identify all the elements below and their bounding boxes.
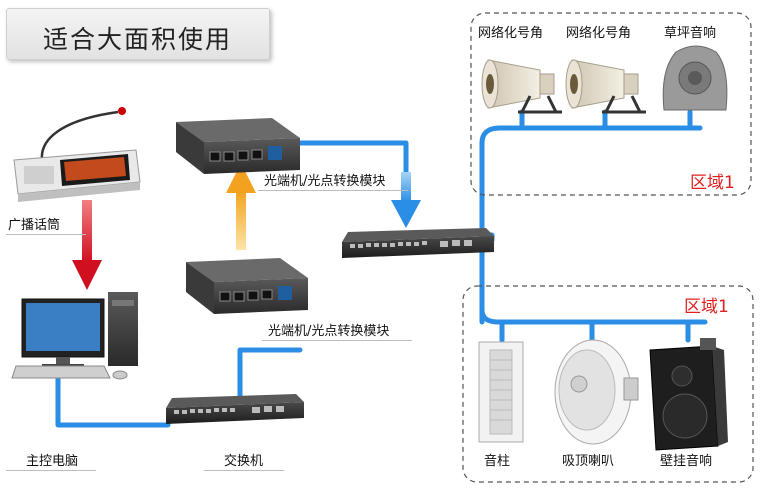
pc-label-underline <box>6 470 96 471</box>
pc-icon <box>11 292 138 380</box>
zone-bottom-device-label-3: 壁挂音响 <box>660 454 713 469</box>
title-banner: 适合大面积使用 <box>6 8 270 60</box>
page-title: 适合大面积使用 <box>43 25 233 54</box>
zone-bottom-device-label-2: 吸顶喇叭 <box>562 454 615 469</box>
mic-label-underline <box>6 234 86 235</box>
arrow-red-mic-to-pc <box>72 200 102 290</box>
zone-top-device-label-2: 网络化号角 <box>566 26 632 41</box>
arrow-blue-down <box>391 172 421 228</box>
zone-top-device-label-3: 草坪音响 <box>664 26 717 41</box>
converter-bottom-label: 光端机/光点转换模块 <box>268 324 390 339</box>
converter-bottom-icon <box>186 258 308 314</box>
network-horn-icon-2 <box>565 59 646 114</box>
switch-bottom-label-underline <box>204 470 284 471</box>
mic-console-icon <box>13 107 141 202</box>
wall-speaker-icon <box>649 338 728 451</box>
network-horn-icon-1 <box>481 59 562 114</box>
zone-bottom-device-label-1: 音柱 <box>484 454 511 469</box>
cable-zone-bottom-bus <box>479 307 708 325</box>
mic-label: 广播话筒 <box>8 218 61 233</box>
cable-pc-to-switch <box>55 375 171 428</box>
cable-switch-to-converter <box>237 347 303 405</box>
converter-bottom-label-underline <box>262 340 412 341</box>
zone-top-label: 区域1 <box>690 173 735 193</box>
converter-top-label-underline <box>258 190 408 191</box>
pc-label: 主控电脑 <box>26 454 79 469</box>
zone-bottom-label: 区域1 <box>684 297 729 317</box>
converter-top-label: 光端机/光点转换模块 <box>264 174 386 189</box>
arrow-orange-up <box>226 163 256 250</box>
column-speaker-icon <box>478 341 524 443</box>
zone-top-device-label-1: 网络化号角 <box>478 26 544 41</box>
cable-zone-top-bus <box>479 125 703 146</box>
core-switch-icon <box>342 228 494 258</box>
switch-bottom-label: 交换机 <box>224 454 264 469</box>
zone-bottom-border <box>462 285 754 483</box>
ceiling-speaker-icon <box>554 339 639 445</box>
lawn-speaker-icon <box>662 45 728 111</box>
zone-top-border <box>470 12 752 196</box>
converter-top-icon <box>176 118 300 174</box>
switch-bottom-icon <box>166 394 304 424</box>
